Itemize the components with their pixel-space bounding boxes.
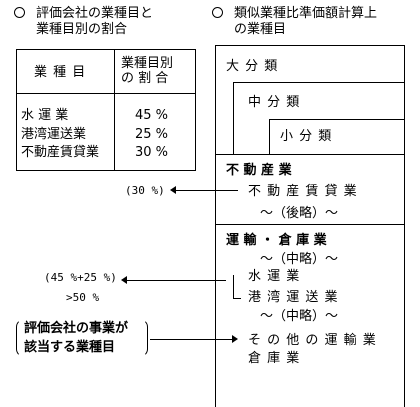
arrow-line xyxy=(127,280,226,281)
table-row-name: 水 運 業 xyxy=(21,108,69,123)
pct-30-annotation: (30 %) xyxy=(125,184,165,197)
callout-line1: 評価会社の事業が xyxy=(24,321,129,336)
port-transport-item: 港 湾 運 送 業 xyxy=(248,290,339,305)
table-row-ratio: 30 % xyxy=(135,145,169,160)
section-divider xyxy=(215,224,405,225)
chart-border-top xyxy=(215,45,405,46)
table-row-ratio: 25 % xyxy=(135,127,169,142)
arrow-left-icon xyxy=(170,186,176,194)
ratio-table: 業 種 目 業種目別 の 割 合 水 運 業 45 % 港湾運送業 25 % 不… xyxy=(16,49,196,171)
arrow-line xyxy=(176,190,238,191)
table-row-ratio: 45 % xyxy=(135,108,169,123)
left-heading-line1: 評価会社の業種目と xyxy=(36,6,154,21)
transport-bracket-bottom xyxy=(233,298,241,299)
real-estate-omitted: ～（後略）～ xyxy=(260,206,339,221)
header-bottom-divider xyxy=(215,154,405,155)
transport-omitted-1: ～（中略）～ xyxy=(260,252,339,267)
callout-bracket-right xyxy=(140,319,148,357)
dai-bunrui-label: 大 分 類 xyxy=(226,59,279,74)
transport-title: 運 輸 ・ 倉 庫 業 xyxy=(226,233,327,248)
table-header-business: 業 種 目 xyxy=(34,65,87,80)
chu-bracket xyxy=(233,82,234,154)
arrow-left-icon xyxy=(121,276,127,284)
transport-bracket xyxy=(233,275,234,298)
callout-line2: 該当する業種目 xyxy=(24,340,116,355)
real-estate-title: 不 動 産 業 xyxy=(226,163,292,178)
bullet-circle-icon xyxy=(212,7,223,18)
bullet-circle-icon xyxy=(14,7,25,18)
sho-bunrui-label: 小 分 類 xyxy=(280,129,333,144)
arrow-line xyxy=(150,339,232,340)
sho-bracket xyxy=(269,119,270,154)
right-heading-line1: 類似業種比準価額計算上 xyxy=(234,6,378,21)
right-heading-line2: の業種目 xyxy=(234,22,287,37)
table-header-ratio-line2: の 割 合 xyxy=(121,71,169,86)
table-row-name: 港湾運送業 xyxy=(21,127,87,142)
transport-omitted-2: ～（中略）～ xyxy=(260,309,339,324)
pct-gt-annotation: >50 % xyxy=(66,291,100,304)
water-transport-item: 水 運 業 xyxy=(248,269,301,284)
table-row-name: 不動産賃貸業 xyxy=(21,145,100,160)
chart-border-right xyxy=(404,45,405,407)
other-transport-item: そ の 他 の 運 輸 業 xyxy=(248,333,377,348)
chu-divider xyxy=(269,119,404,120)
real-estate-item: 不 動 産 賃 貸 業 xyxy=(248,184,358,199)
chart-border-left xyxy=(215,45,216,407)
chu-bunrui-label: 中 分 類 xyxy=(248,95,301,110)
warehouse-item: 倉 庫 業 xyxy=(248,351,301,366)
table-header-ratio-line1: 業種目別 xyxy=(121,56,174,71)
left-heading-line2: 業種目別の割合 xyxy=(36,22,128,37)
table-divider-horizontal xyxy=(17,93,195,94)
pct-sum-annotation: (45 %+25 %) xyxy=(44,271,117,284)
dai-divider xyxy=(233,82,404,83)
callout-bracket-left xyxy=(16,319,24,357)
arrow-right-icon xyxy=(232,335,238,343)
table-divider-vertical xyxy=(114,50,115,170)
